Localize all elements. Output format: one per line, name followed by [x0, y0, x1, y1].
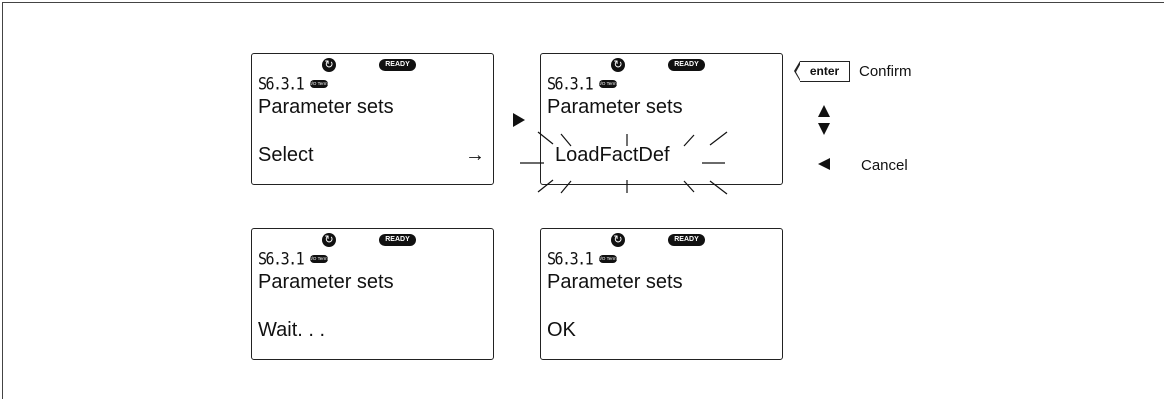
menu-code: S6.3.1	[258, 249, 305, 269]
parameter-title: Parameter sets	[547, 271, 683, 293]
ready-badge: READY	[379, 234, 416, 246]
rotation-icon: ↻	[611, 233, 625, 247]
keypad-display-ok: ↻ READY S6.3.1 I/O Term Parameter sets O…	[540, 228, 783, 360]
rotation-icon: ↻	[322, 233, 336, 247]
menu-code: S6.3.1	[547, 249, 594, 269]
right-arrow-icon: →	[465, 144, 485, 166]
cancel-label: Cancel	[861, 157, 908, 174]
parameter-value: Select	[258, 144, 314, 166]
right-pointer-icon	[513, 113, 525, 127]
io-term-badge: I/O Term	[310, 80, 328, 88]
enter-key[interactable]: enter	[794, 61, 850, 82]
parameter-value: OK	[547, 319, 576, 341]
ready-badge: READY	[668, 59, 705, 71]
io-term-badge: I/O Term	[310, 255, 328, 263]
keypad-display-loadfactdef: ↻ READY S6.3.1 I/O Term Parameter sets L…	[540, 53, 783, 185]
menu-code: S6.3.1	[258, 74, 305, 94]
keypad-display-select: ↻ READY S6.3.1 I/O Term Parameter sets S…	[251, 53, 494, 185]
parameter-title: Parameter sets	[258, 96, 394, 118]
ready-badge: READY	[379, 59, 416, 71]
rotation-icon: ↻	[322, 58, 336, 72]
rotation-icon: ↻	[611, 58, 625, 72]
parameter-value: Wait. . .	[258, 319, 326, 341]
menu-code: S6.3.1	[547, 74, 594, 94]
parameter-title: Parameter sets	[547, 96, 683, 118]
confirm-label: Confirm	[859, 63, 912, 80]
parameter-title: Parameter sets	[258, 271, 394, 293]
blinking-value: LoadFactDef	[555, 144, 670, 166]
io-term-badge: I/O Term	[599, 255, 617, 263]
keypad-display-wait: ↻ READY S6.3.1 I/O Term Parameter sets W…	[251, 228, 494, 360]
io-term-badge: I/O Term	[599, 80, 617, 88]
up-down-arrows-icon[interactable]	[817, 104, 831, 138]
left-arrow-icon[interactable]	[817, 157, 831, 171]
ready-badge: READY	[668, 234, 705, 246]
